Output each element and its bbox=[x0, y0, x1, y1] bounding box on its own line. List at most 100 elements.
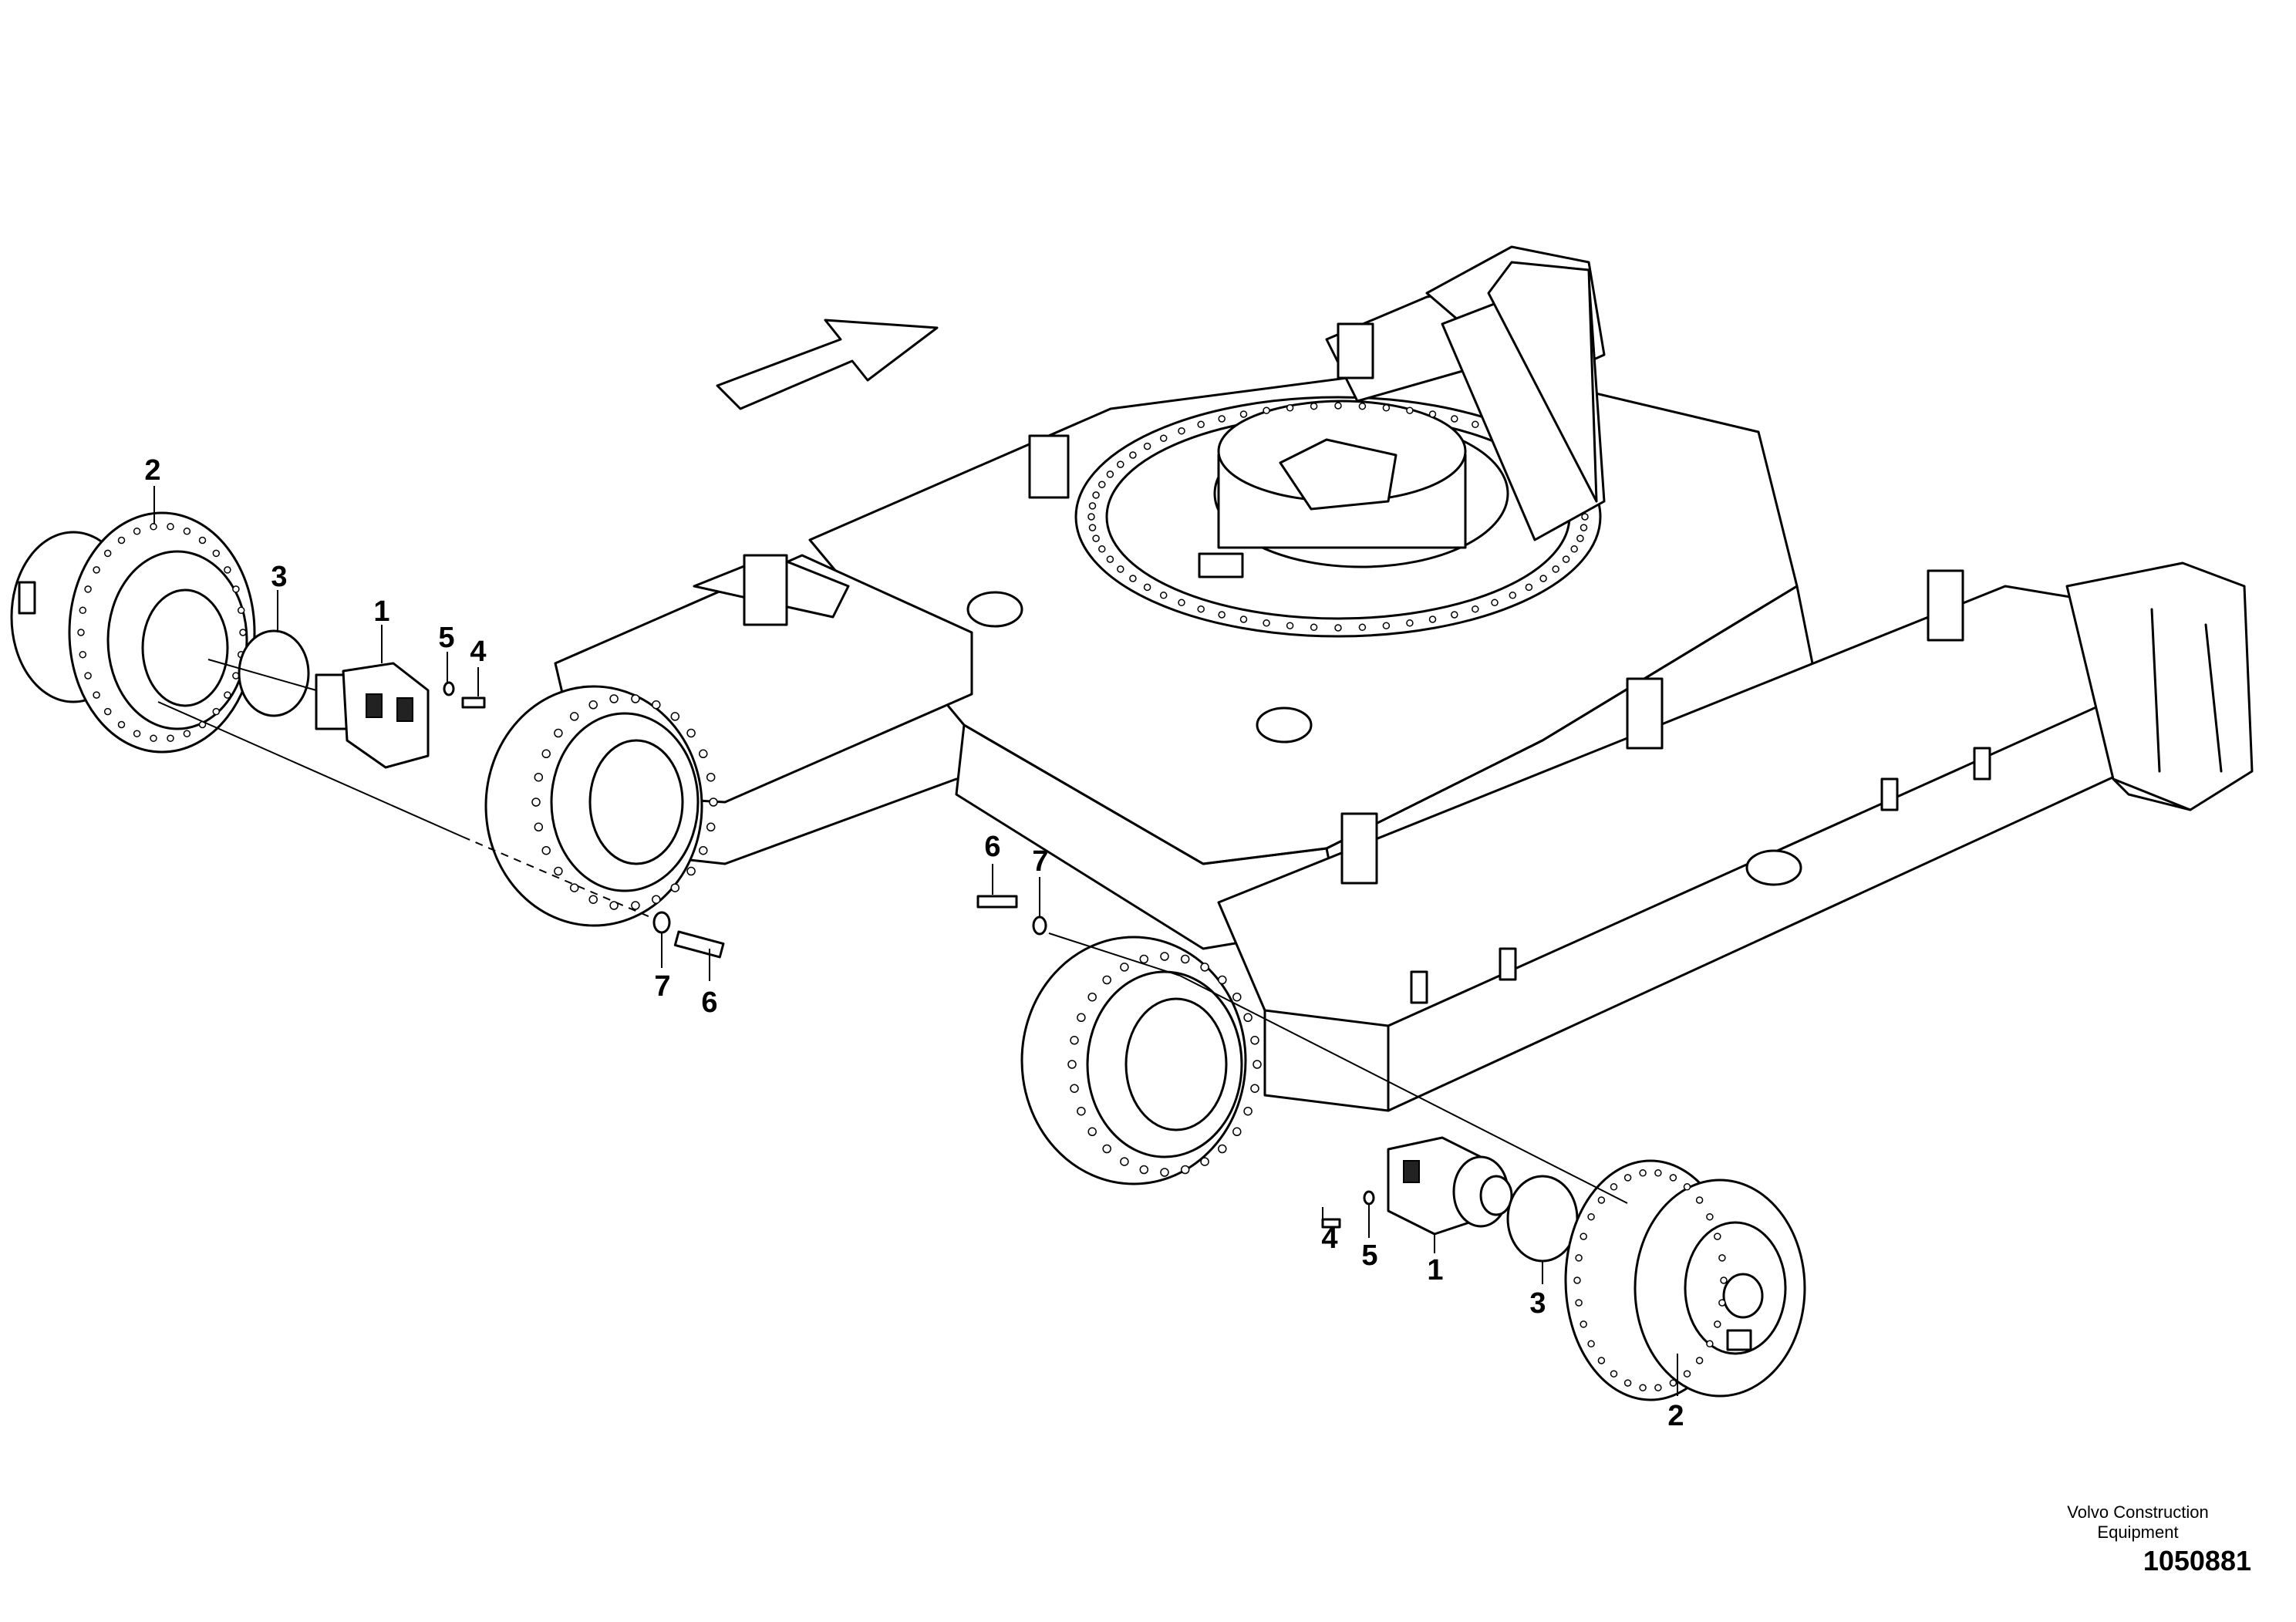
bolt-hole bbox=[77, 629, 85, 636]
bolt-hole bbox=[1180, 954, 1190, 964]
bolt-hole bbox=[1178, 599, 1185, 607]
bolt-hole bbox=[1098, 545, 1106, 553]
bolt-hole bbox=[1406, 619, 1414, 627]
bolt-hole bbox=[1200, 963, 1209, 972]
bolt-hole bbox=[133, 730, 141, 737]
right-o-ring bbox=[1506, 1175, 1579, 1263]
callout-left-7: 7 bbox=[654, 970, 671, 1003]
bolt-hole bbox=[1178, 427, 1185, 435]
bolt-hole bbox=[1087, 1127, 1097, 1137]
bolt-hole bbox=[1106, 470, 1114, 478]
callout-right-3: 3 bbox=[1529, 1287, 1546, 1320]
bolt-hole bbox=[1654, 1169, 1662, 1177]
bolt-hole bbox=[1406, 406, 1414, 414]
brand-line-1: Volvo Construction bbox=[2067, 1502, 2209, 1522]
bolt-hole bbox=[232, 585, 240, 593]
bolt-hole bbox=[1358, 402, 1367, 410]
bolt-hole bbox=[1160, 952, 1169, 961]
left-final-drive bbox=[10, 511, 256, 754]
bolt-hole bbox=[103, 549, 112, 558]
bolt-hole bbox=[1253, 1060, 1262, 1069]
brand-line-2: Equipment bbox=[2097, 1523, 2179, 1542]
bolt-hole bbox=[1382, 404, 1391, 412]
bolt-hole bbox=[1088, 502, 1097, 510]
callout-right-1: 1 bbox=[1427, 1254, 1444, 1286]
bolt-hole bbox=[1472, 420, 1479, 429]
bolt-hole bbox=[1286, 622, 1294, 629]
bolt-hole bbox=[1581, 513, 1589, 521]
bolt-hole bbox=[1714, 1320, 1721, 1328]
bolt-hole bbox=[709, 798, 718, 807]
left-o-ring bbox=[238, 629, 310, 717]
bolt-hole bbox=[1139, 1165, 1149, 1175]
bolt-hole bbox=[1706, 1212, 1714, 1221]
left-travel-motor bbox=[315, 662, 430, 769]
bolt-hole bbox=[1525, 583, 1533, 592]
bolt-hole bbox=[1654, 1384, 1662, 1391]
bolt-hole bbox=[1382, 622, 1391, 629]
bolt-hole bbox=[1243, 1106, 1253, 1116]
bolt-hole bbox=[239, 629, 247, 636]
bolt-hole bbox=[699, 749, 708, 759]
bolt-hole bbox=[1239, 615, 1248, 623]
bolt-hole bbox=[84, 672, 92, 679]
bolt-hole bbox=[1580, 1320, 1587, 1328]
bolt-hole bbox=[1714, 1233, 1721, 1240]
callout-right-7: 7 bbox=[1032, 845, 1049, 878]
callout-right-2: 2 bbox=[1667, 1400, 1684, 1432]
bolt-hole bbox=[686, 866, 696, 876]
bolt-hole bbox=[554, 866, 563, 876]
callout-left-6: 6 bbox=[701, 986, 718, 1019]
assembly-axis-lines bbox=[157, 659, 1628, 1204]
bolt-hole bbox=[1232, 1127, 1242, 1137]
bolt-hole bbox=[183, 730, 191, 737]
bolt-hole bbox=[531, 798, 541, 807]
bolt-hole bbox=[706, 822, 716, 832]
bolt-hole bbox=[1159, 592, 1168, 599]
bolt-hole bbox=[84, 585, 92, 593]
bolt-hole bbox=[670, 712, 680, 721]
bolt-hole bbox=[569, 712, 579, 721]
bolt-hole bbox=[1509, 592, 1517, 599]
bolt-hole bbox=[1143, 442, 1151, 450]
callout-right-4: 4 bbox=[1321, 1222, 1338, 1255]
bolt-hole bbox=[167, 523, 174, 531]
bolt-hole bbox=[237, 606, 245, 615]
bolt-hole bbox=[1070, 1084, 1079, 1093]
bolt-hole bbox=[1159, 434, 1168, 442]
undercarriage-frame bbox=[484, 245, 2254, 1185]
callout-left-2: 2 bbox=[144, 454, 161, 487]
bolt-hole bbox=[1334, 624, 1342, 632]
bolt-hole bbox=[1310, 402, 1318, 410]
bolt-hole bbox=[1683, 1370, 1691, 1378]
right-travel-motor bbox=[1387, 1136, 1513, 1236]
bolt-hole bbox=[1575, 1299, 1583, 1307]
bolt-hole bbox=[1451, 611, 1458, 619]
bolt-hole bbox=[79, 650, 87, 659]
bolt-hole bbox=[1092, 534, 1100, 542]
bolt-hole bbox=[588, 700, 598, 710]
bolt-hole bbox=[1200, 1157, 1209, 1166]
bolt-hole bbox=[1218, 1144, 1227, 1154]
bolt-hole bbox=[1451, 415, 1458, 423]
bolt-hole bbox=[1117, 565, 1124, 573]
bolt-hole bbox=[1218, 611, 1226, 619]
bolt-hole bbox=[1087, 992, 1097, 1002]
bolt-hole bbox=[1669, 1174, 1677, 1182]
bolt-hole bbox=[1143, 583, 1151, 592]
bolt-hole bbox=[1218, 415, 1226, 423]
bolt-hole bbox=[541, 749, 551, 759]
bolt-hole bbox=[541, 845, 551, 855]
bolt-hole bbox=[609, 694, 619, 703]
callout-left-3: 3 bbox=[271, 561, 288, 593]
bolt-hole bbox=[1428, 410, 1437, 418]
bolt-hole bbox=[1597, 1196, 1606, 1204]
bolt-hole bbox=[1070, 1036, 1079, 1045]
bolt-hole bbox=[1683, 1183, 1691, 1191]
bolt-hole bbox=[1232, 992, 1242, 1002]
bolt-hole bbox=[1597, 1357, 1606, 1364]
bolt-hole bbox=[117, 536, 126, 545]
bolt-hole bbox=[1092, 491, 1100, 499]
bolt-hole bbox=[1428, 615, 1437, 623]
